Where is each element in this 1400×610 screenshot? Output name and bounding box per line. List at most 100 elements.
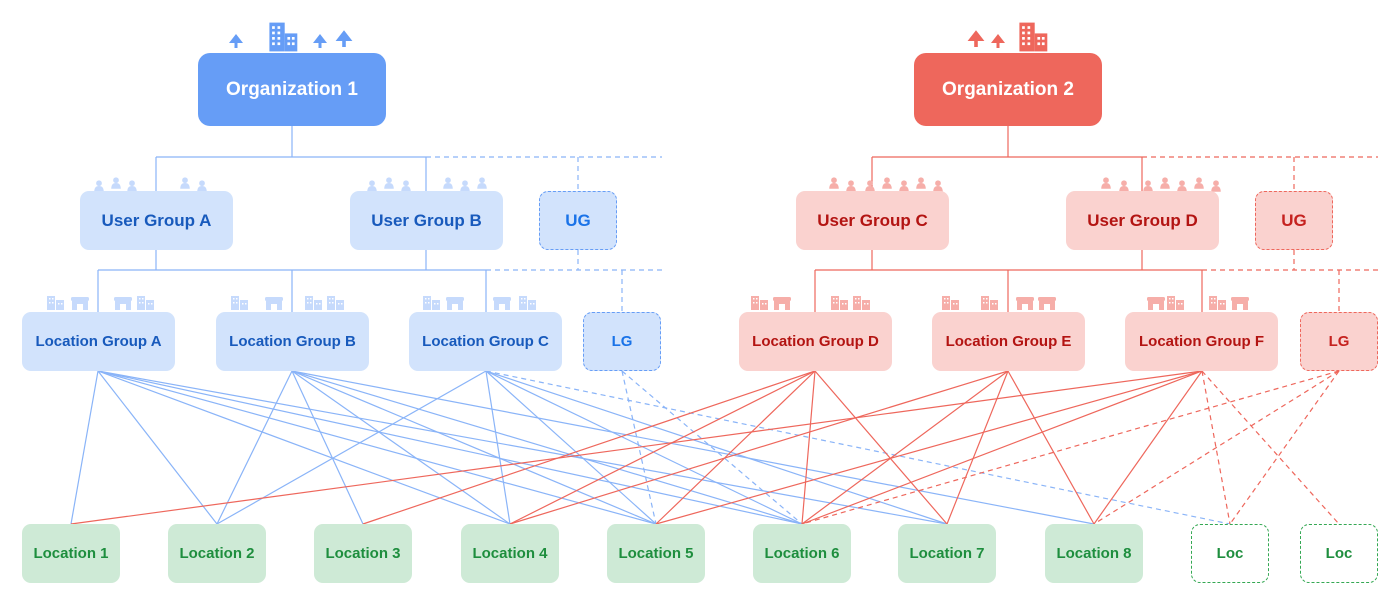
location-group-link [291,370,511,525]
organization-1: Organization 1 [198,53,386,126]
location-group-c: Location Group C [409,312,562,371]
storefront-icon [114,297,132,310]
storefront-icon [1038,297,1056,310]
location-group-link [97,370,657,525]
location-group-link [1093,370,1203,525]
location-5: Location 5 [607,524,705,583]
location-group-link [946,370,1009,525]
location-group-link [97,370,511,525]
building-icon [831,296,848,310]
location-8: Location 8 [1045,524,1143,583]
location-group-link [97,370,803,525]
location-group-placeholder-1: LG [583,312,661,371]
location-group-e: Location Group E [932,312,1085,371]
location-placeholder-1: Loc [1191,524,1269,583]
location-group-link [801,370,1340,525]
tree-icon [967,30,985,47]
building-icon [305,296,322,310]
storefront-icon [71,297,89,310]
location-group-link [216,370,487,525]
organization-2: Organization 2 [914,53,1102,126]
location-group-link [814,370,948,525]
storefront-icon [1147,297,1165,310]
location-group-link [801,370,1203,525]
location-group-link [1229,370,1340,525]
building-icon [423,296,440,310]
people-icon [829,177,839,189]
storefront-icon [1016,297,1034,310]
building-icon [1167,296,1184,310]
location-1: Location 1 [22,524,120,583]
storefront-icon [493,297,511,310]
people-icon [180,177,190,189]
people-icon [1101,177,1111,189]
location-group-link [621,370,803,525]
location-group-link [485,370,657,525]
location-group-placeholder-2: LG [1300,312,1378,371]
location-group-link [70,370,1203,525]
location-4: Location 4 [461,524,559,583]
location-group-link [1007,370,1095,525]
building-icon [137,296,154,310]
location-group-link [70,370,99,525]
storefront-icon [773,297,791,310]
people-icon [477,177,487,189]
tree-icon [313,34,327,48]
location-group-d: Location Group D [739,312,892,371]
building-icon [231,296,248,310]
location-group-link [291,370,657,525]
people-icon [1194,177,1204,189]
user-group-d: User Group D [1066,191,1219,250]
location-2: Location 2 [168,524,266,583]
location-3: Location 3 [314,524,412,583]
user-group-a: User Group A [80,191,233,250]
location-group-link [362,370,816,525]
tree-icon [991,34,1005,48]
location-group-link [291,370,1095,525]
tree-icon [229,34,243,48]
building-icon [47,296,64,310]
building-icon [327,296,344,310]
building-icon [519,296,536,310]
storefront-icon [446,297,464,310]
location-group-link [801,370,1009,525]
people-icon [1160,177,1170,189]
storefront-icon [265,297,283,310]
building-icon [751,296,768,310]
location-group-link [97,370,218,525]
location-group-link [291,370,803,525]
user-group-c: User Group C [796,191,949,250]
location-group-link [485,370,511,525]
location-group-link [509,370,1009,525]
location-group-link [801,370,816,525]
location-group-link [509,370,816,525]
location-group-b: Location Group B [216,312,369,371]
people-icon [1211,180,1221,192]
location-group-link [655,370,1203,525]
building-icon [1019,22,1048,52]
location-group-link [1201,370,1340,525]
people-icon [882,177,892,189]
people-icon [916,177,926,189]
location-group-link [485,370,803,525]
location-group-link [485,370,1231,525]
storefront-icon [1231,297,1249,310]
user-group-placeholder-1: UG [539,191,617,250]
tree-icon [335,30,353,47]
location-group-f: Location Group F [1125,312,1278,371]
location-group-a: Location Group A [22,312,175,371]
people-icon [384,177,394,189]
location-group-link [216,370,293,525]
location-group-link [97,370,948,525]
location-6: Location 6 [753,524,851,583]
user-group-placeholder-2: UG [1255,191,1333,250]
people-icon [443,177,453,189]
building-icon [942,296,959,310]
location-7: Location 7 [898,524,996,583]
location-group-link [655,370,816,525]
building-icon [981,296,998,310]
location-group-link [1201,370,1231,525]
location-group-link [291,370,364,525]
